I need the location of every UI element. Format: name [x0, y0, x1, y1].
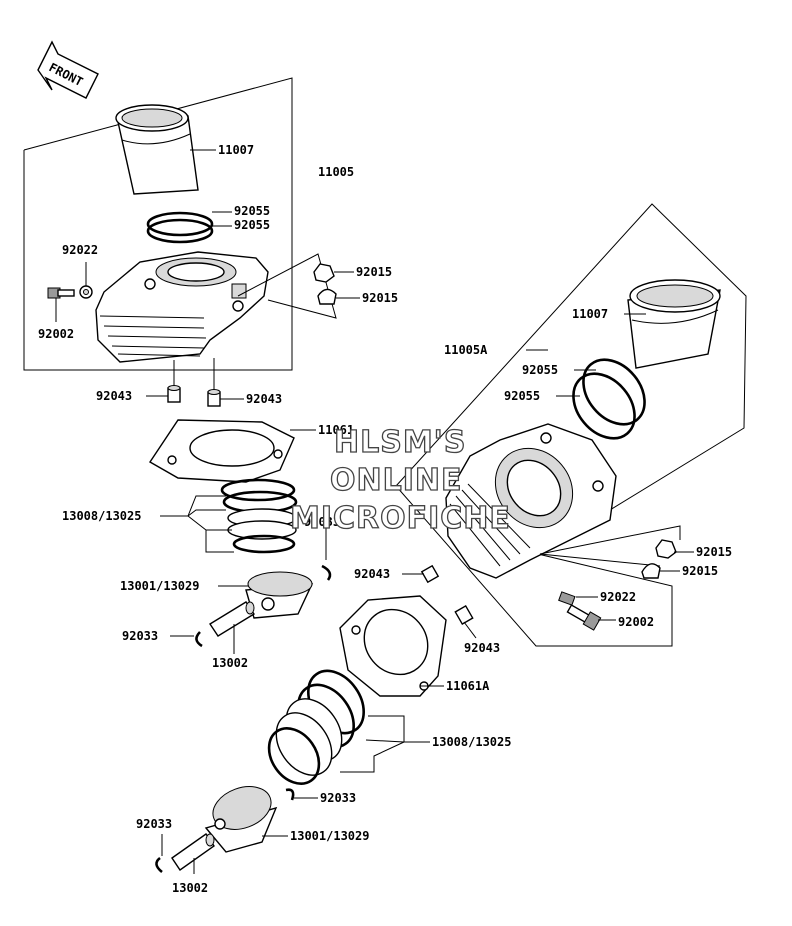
base-gasket-front [339, 595, 447, 697]
label-11005a: 11005A [444, 343, 488, 357]
o-ring-pair-front [572, 358, 646, 440]
rear-cylinder-group-box [23, 77, 293, 371]
label-13002-rear: 13002 [212, 656, 248, 670]
label-92055-rear-2: 92055 [234, 218, 270, 232]
label-92015-front-1: 92015 [696, 545, 732, 559]
cylinder-block-front [445, 423, 617, 579]
dowel-front-1 [420, 564, 440, 584]
washer-front [558, 591, 576, 606]
piston-pin-front [171, 833, 215, 871]
label-11061: 11061 [318, 423, 354, 437]
label-92015-rear-1: 92015 [356, 265, 392, 279]
label-92043-rear-1: 92043 [96, 389, 132, 403]
circlip-front-2 [155, 856, 163, 874]
label-11007-front: 11007 [572, 307, 608, 321]
watermark-line-3: MICROFICHE [290, 501, 511, 536]
watermark-line-1: HLSM'S [334, 425, 466, 460]
label-92002-front: 92002 [618, 615, 654, 629]
circlip-rear-1 [321, 564, 332, 581]
label-92022-rear: 92022 [62, 243, 98, 257]
bolt-front [566, 604, 602, 631]
cap-nut-front-1 [655, 539, 677, 559]
piston-pin-rear [209, 601, 255, 637]
cap-nut-rear-1 [313, 263, 335, 283]
piston-rear [245, 571, 314, 619]
label-92043-front-2: 92043 [464, 641, 500, 655]
label-92002-rear: 92002 [38, 327, 74, 341]
dowel-rear-2 [207, 389, 221, 407]
circlip-front-1 [285, 788, 295, 801]
label-92033-rear-1: 92033 [304, 515, 340, 529]
label-13008-front: 13008/13025 [432, 735, 511, 749]
watermark: HLSM'S ONLINE MICROFICHE [289, 424, 511, 536]
cap-nut-rear-2 [317, 288, 337, 305]
label-13002-front: 13002 [172, 881, 208, 895]
cylinder-liner-front [627, 279, 721, 369]
piston-front [204, 786, 278, 853]
watermark-line-2: ONLINE [330, 463, 463, 498]
label-13001-front: 13001/13029 [290, 829, 369, 843]
piston-ring-set-rear [220, 478, 298, 554]
label-11005: 11005 [318, 165, 354, 179]
label-92022-front: 92022 [600, 590, 636, 604]
label-13001-rear: 13001/13029 [120, 579, 199, 593]
circlip-rear-2 [195, 631, 203, 648]
label-92055-front-2: 92055 [504, 389, 540, 403]
base-gasket-rear [149, 419, 295, 483]
label-11007-rear: 11007 [218, 143, 254, 157]
cap-nut-front-2 [641, 563, 661, 579]
dowel-rear-1 [167, 385, 181, 403]
label-92043-rear-2: 92043 [246, 392, 282, 406]
o-ring-pair-rear [146, 211, 214, 244]
cylinder-block-rear [95, 251, 269, 363]
label-92015-front-2: 92015 [682, 564, 718, 578]
bolt-rear [47, 287, 75, 299]
washer-rear [79, 285, 93, 299]
label-11061a: 11061A [446, 679, 490, 693]
front-arrow-badge: FRONT [37, 40, 99, 99]
piston-ring-set-front [267, 669, 365, 785]
label-92033-front-2: 92033 [136, 817, 172, 831]
dowel-front-2 [454, 604, 474, 626]
label-92055-front-1: 92055 [522, 363, 558, 377]
label-13008-rear: 13008/13025 [62, 509, 141, 523]
label-92033-rear-2: 92033 [122, 629, 158, 643]
cylinder-liner-rear [115, 104, 199, 195]
label-92033-front-1: 92033 [320, 791, 356, 805]
label-92043-front-1: 92043 [354, 567, 390, 581]
label-92015-rear-2: 92015 [362, 291, 398, 305]
label-92055-rear-1: 92055 [234, 204, 270, 218]
